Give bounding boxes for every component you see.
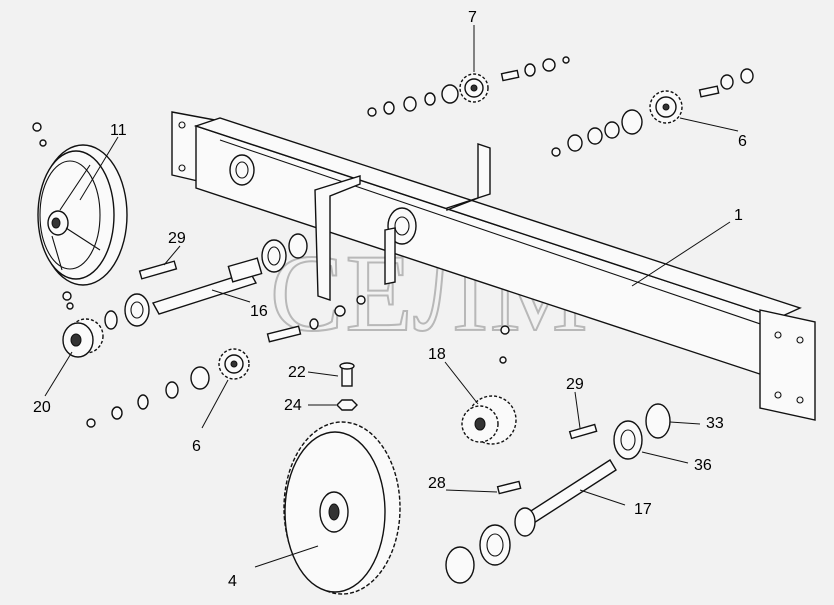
large-sprocket-4: [283, 421, 401, 595]
callout-17: 17: [634, 501, 652, 518]
callout-20: 20: [33, 399, 51, 416]
callout-11: 11: [110, 122, 127, 139]
pulley-11: [32, 122, 128, 286]
callout-1: 1: [734, 207, 743, 224]
main-beam: [171, 111, 816, 421]
callout-16: 16: [250, 303, 268, 320]
shaft-assembly-17: [445, 403, 671, 584]
callout-22: 22: [288, 364, 306, 381]
callout-labels: 1 4 6 6 7 11 16 17 18 20 22 24 28 29 29 …: [33, 9, 747, 590]
callout-28: 28: [428, 475, 446, 492]
callout-18: 18: [428, 346, 446, 363]
leader-lines: [44, 25, 739, 568]
callout-6-top: 6: [738, 133, 747, 150]
bolt-and-nut: [336, 325, 510, 411]
sprocket-assembly-6-bottom: [86, 348, 250, 428]
callout-29-left: 29: [168, 230, 186, 247]
callout-36: 36: [694, 457, 712, 474]
shaft-assembly-16: [62, 233, 366, 358]
callout-24: 24: [284, 397, 302, 414]
callout-6-bottom: 6: [192, 438, 201, 455]
callout-33: 33: [706, 415, 724, 432]
callout-7: 7: [468, 9, 477, 26]
sprocket-assembly-7: [367, 56, 570, 117]
double-sprocket-18: [461, 395, 517, 445]
callout-4: 4: [228, 573, 237, 590]
sprocket-assembly-6-top: [551, 68, 754, 157]
callout-29-right: 29: [566, 376, 584, 393]
